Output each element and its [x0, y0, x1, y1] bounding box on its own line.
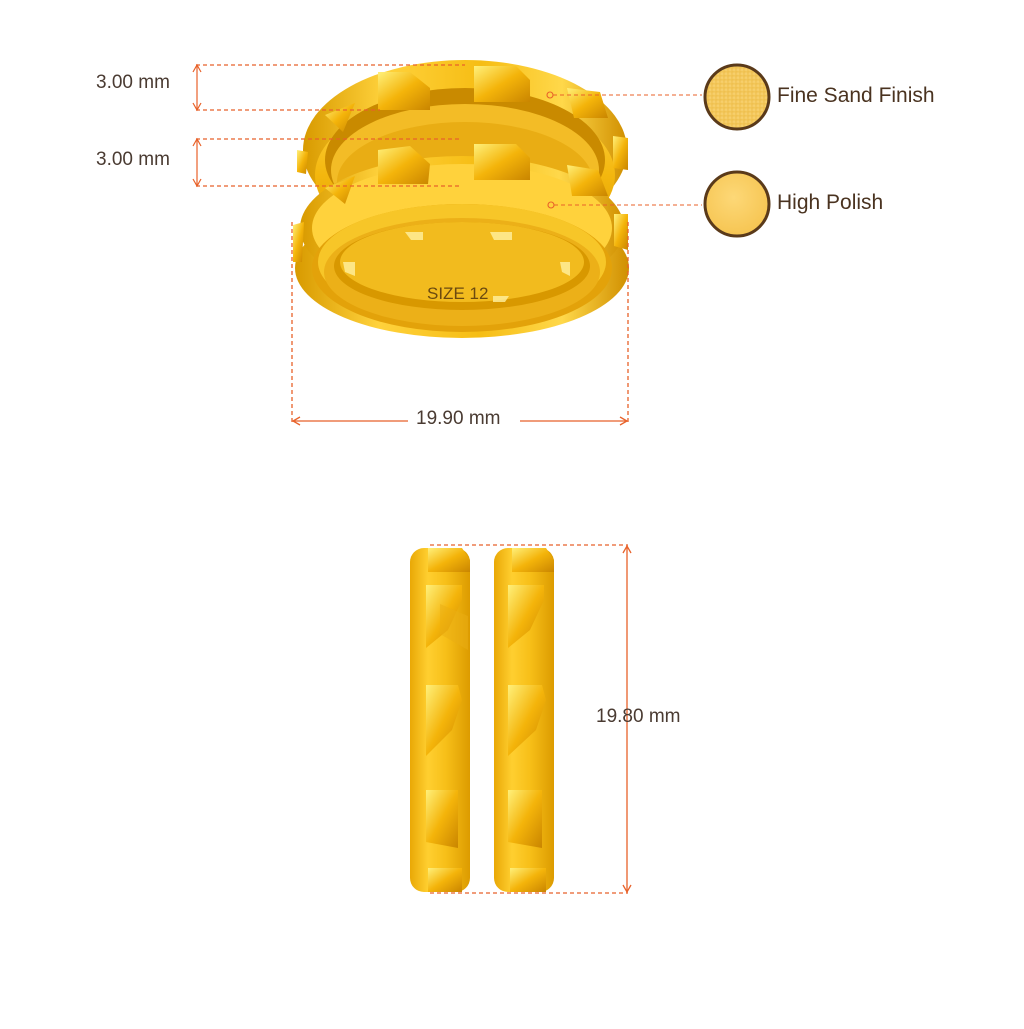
band-width-measure-top [192, 63, 465, 112]
band-width-label-top: 3.00 mm [96, 72, 170, 93]
left-band-side [410, 548, 470, 892]
band-width-label-bottom: 3.00 mm [96, 149, 170, 170]
rings-perspective-view [293, 60, 629, 338]
rings-side-view [410, 548, 554, 892]
ring-diameter-label: 19.90 mm [416, 408, 501, 429]
height-measure [430, 544, 632, 894]
lower-ring-blocks [293, 144, 628, 262]
diameter-measure [291, 222, 629, 426]
right-band-side [494, 548, 554, 892]
fine-sand-finish-label: Fine Sand Finish [777, 84, 935, 107]
ring-height-label: 19.80 mm [596, 706, 681, 727]
high-polish-label: High Polish [777, 191, 884, 214]
lower-ring [295, 156, 629, 338]
band-width-measure-bottom [192, 137, 460, 188]
ring-size-engraving: SIZE 12 [427, 284, 489, 303]
fine-sand-swatch [703, 63, 771, 131]
high-polish-swatch [703, 170, 771, 238]
finish-leaders [546, 91, 702, 209]
